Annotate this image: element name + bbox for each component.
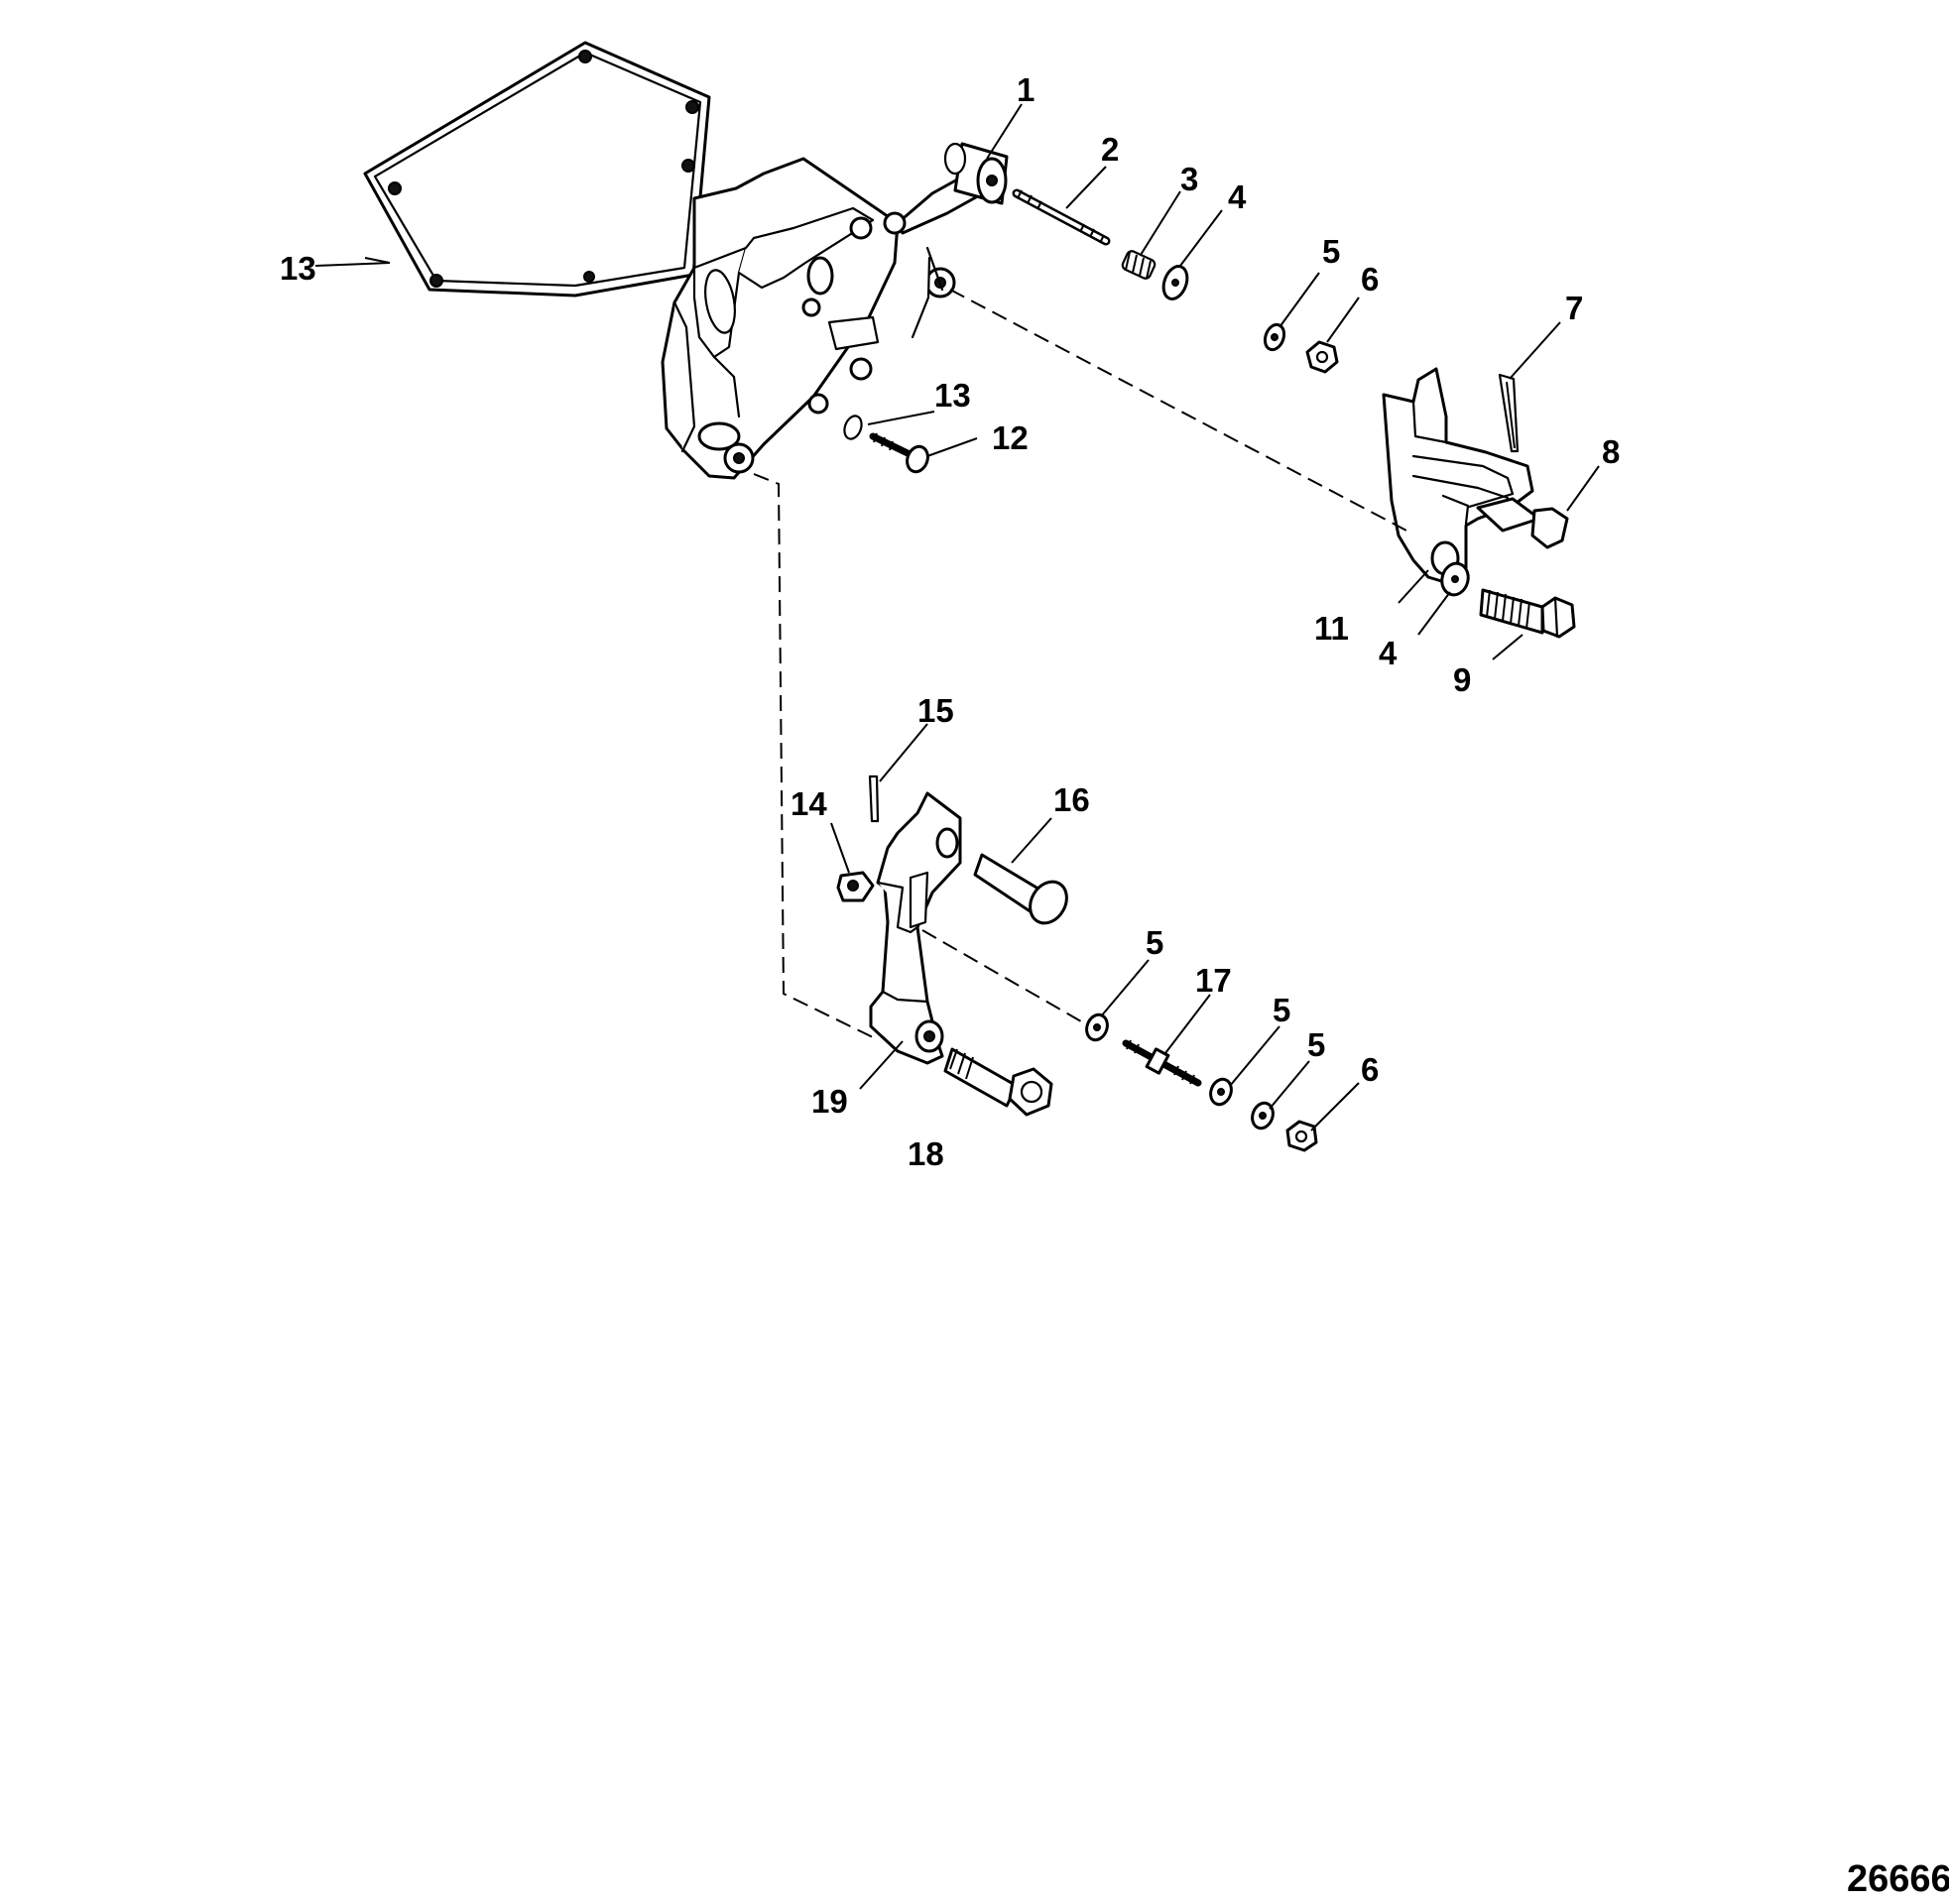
callout-11: 11 xyxy=(1314,610,1349,647)
part-7-cotter-pin xyxy=(1498,373,1520,453)
part-17-stud xyxy=(1122,1039,1202,1087)
assembly-line-bracket-to-lever xyxy=(949,289,1407,532)
part-12-screw xyxy=(869,432,929,474)
part-8-cap xyxy=(1530,507,1569,549)
callout-6-top: 6 xyxy=(1361,261,1379,298)
callout-7: 7 xyxy=(1565,290,1583,326)
part-4-washer-top xyxy=(1161,265,1189,300)
callout-labels: 1 2 3 4 5 6 7 8 9 4 11 12 13 13 14 15 16… xyxy=(280,71,1620,1172)
callout-4-top: 4 xyxy=(1228,178,1247,215)
callout-5-lower-a: 5 xyxy=(1146,924,1163,961)
callout-13-small: 13 xyxy=(934,377,971,414)
callout-19: 19 xyxy=(811,1083,848,1120)
callout-8: 8 xyxy=(1602,433,1620,470)
part-15-pin xyxy=(868,774,880,823)
callout-3: 3 xyxy=(1180,161,1198,197)
part-16-clevis-pin xyxy=(973,853,1068,925)
assembly-line-bracket-to-link xyxy=(753,473,876,1039)
part-3-spring xyxy=(1121,250,1157,280)
part-13-gasket-plate xyxy=(363,41,711,298)
callout-5-top: 5 xyxy=(1322,233,1340,270)
part-1-main-bracket xyxy=(661,142,1009,480)
callout-4-lower: 4 xyxy=(1379,635,1398,671)
callout-17: 17 xyxy=(1195,962,1232,999)
part-2-long-bolt xyxy=(1012,188,1111,246)
part-6-nut-lower xyxy=(1285,1120,1318,1152)
callout-5-lower-b: 5 xyxy=(1273,992,1290,1028)
part-13-small-washer xyxy=(843,415,863,440)
callout-9: 9 xyxy=(1453,661,1471,698)
callout-16: 16 xyxy=(1053,781,1090,818)
callout-2: 2 xyxy=(1101,131,1119,168)
callout-18: 18 xyxy=(908,1135,944,1172)
assembly-line-link-to-stud xyxy=(921,929,1082,1022)
callout-5-lower-c: 5 xyxy=(1307,1026,1325,1063)
part-18-shoulder-bolt xyxy=(943,1047,1053,1117)
part-5-washer-lower-c xyxy=(1251,1101,1275,1130)
part-9-hex-bolt xyxy=(1479,588,1576,639)
part-11-lever-bracket xyxy=(1382,367,1541,585)
leader-lines xyxy=(314,103,1600,1131)
part-5-washer-lower-b xyxy=(1209,1077,1233,1107)
part-5-washer-top xyxy=(1263,322,1286,352)
callout-14: 14 xyxy=(791,785,827,822)
part-19-link-arm xyxy=(869,791,962,1065)
callout-13-gasket: 13 xyxy=(280,250,316,287)
part-6-nut-top xyxy=(1305,340,1339,374)
callout-15: 15 xyxy=(917,692,954,729)
callout-12: 12 xyxy=(992,419,1029,456)
part-14-clip xyxy=(836,871,875,902)
part-4-washer-lower xyxy=(1440,561,1470,597)
part-5-washer-lower-a xyxy=(1085,1012,1109,1042)
callout-6-lower: 6 xyxy=(1361,1051,1379,1088)
figure-number: 26666 xyxy=(1847,1858,1949,1900)
callout-1: 1 xyxy=(1017,71,1035,108)
